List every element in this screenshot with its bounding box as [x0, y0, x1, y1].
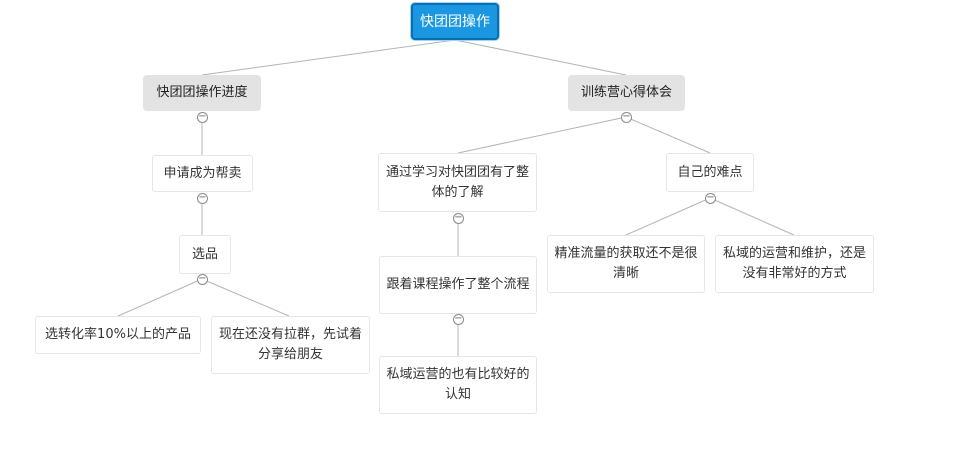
branch-camp-node[interactable]: 训练营心得体会 [568, 75, 685, 111]
collapse-difficulty-icon[interactable]: − [705, 192, 716, 204]
collapse-select-icon[interactable]: − [197, 273, 208, 285]
node-precise-traffic[interactable]: 精准流量的获取还不是很清晰 [547, 235, 705, 293]
node-high-conversion[interactable]: 选转化率10%以上的产品 [35, 316, 201, 354]
node-learn-overview[interactable]: 通过学习对快团团有了整体的了解 [378, 153, 537, 212]
collapse-learn-icon[interactable]: − [453, 212, 464, 224]
node-private-domain[interactable]: 私域运营的也有比较好的认知 [379, 356, 537, 414]
collapse-progress-icon[interactable]: − [197, 111, 208, 123]
connector-root-camp [454, 39, 627, 76]
connector-difficulty-operate [709, 197, 795, 236]
collapse-follow-icon[interactable]: − [453, 313, 464, 325]
node-apply-helper[interactable]: 申请成为帮卖 [152, 155, 253, 192]
root-node[interactable]: 快团团操作 [411, 3, 499, 40]
connector-root-progress [201, 39, 456, 76]
node-share-friends[interactable]: 现在还没有拉群，先试着分享给朋友 [211, 316, 370, 374]
node-own-difficulty[interactable]: 自己的难点 [666, 153, 754, 192]
node-follow-course[interactable]: 跟着课程操作了整个流程 [379, 256, 537, 314]
connector-select-share [201, 278, 290, 317]
collapse-apply-icon[interactable]: − [197, 192, 208, 204]
collapse-camp-icon[interactable]: − [621, 111, 632, 123]
node-private-operation[interactable]: 私域的运营和维护，还是没有非常好的方式 [715, 235, 874, 293]
connector-camp-difficulty [625, 116, 711, 154]
branch-progress-node[interactable]: 快团团操作进度 [143, 75, 261, 111]
connector-select-product [117, 278, 203, 317]
node-select-product[interactable]: 选品 [179, 235, 231, 274]
connector-difficulty-traffic [625, 197, 711, 236]
connector-camp-learn [457, 116, 627, 154]
